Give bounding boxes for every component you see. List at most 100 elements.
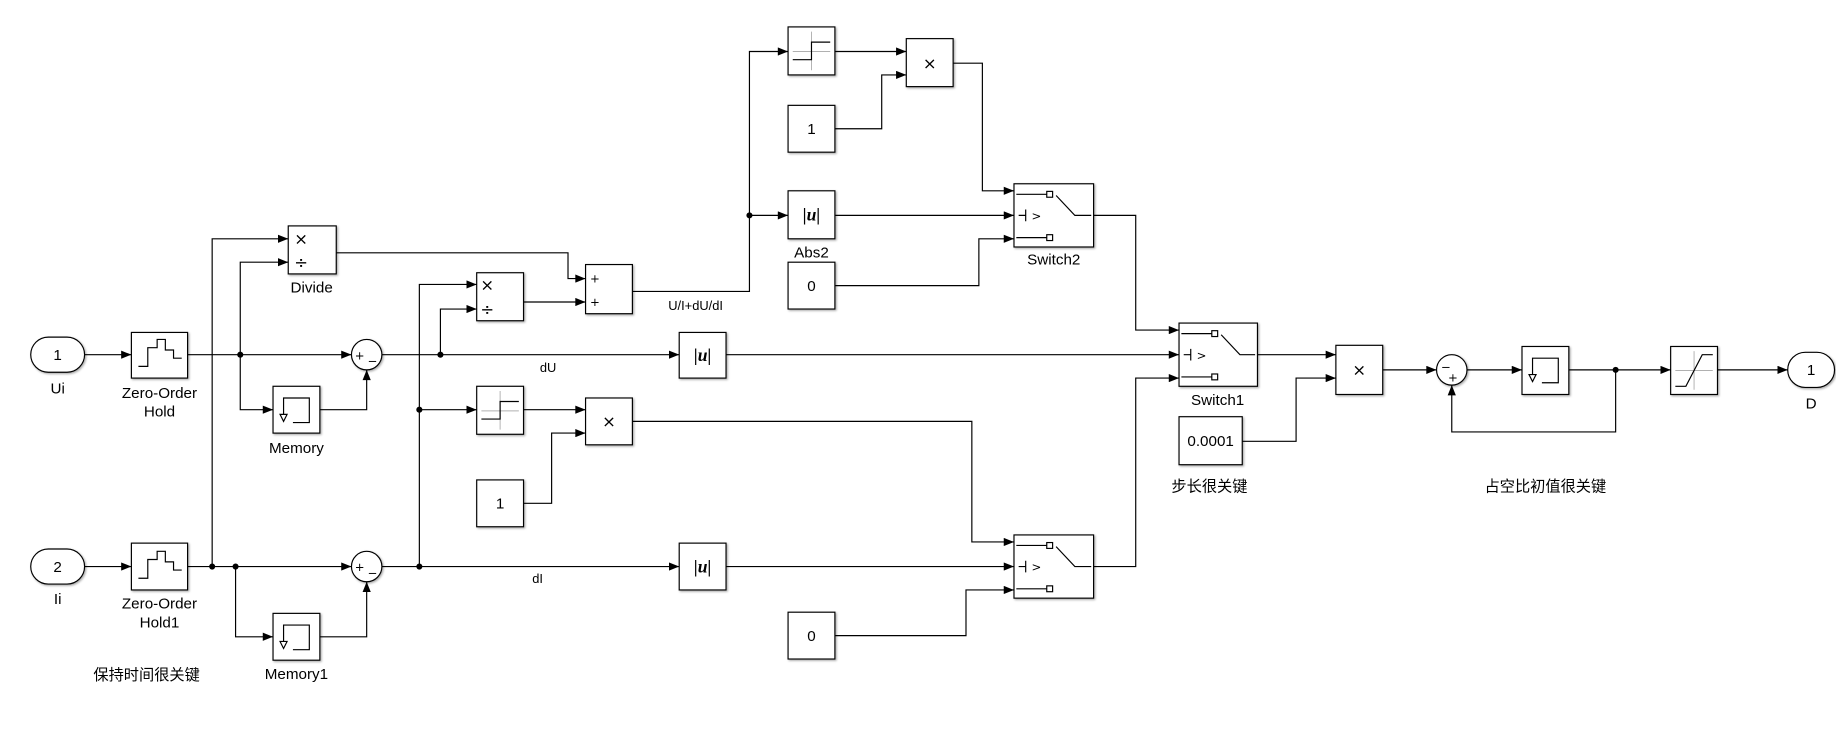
signal-memory1-to-sum-i[interactable] xyxy=(319,581,371,638)
saturation-icon xyxy=(1675,354,1713,387)
plus-sign-icon: + xyxy=(590,295,600,309)
constant-zero-top-frame[interactable] xyxy=(787,261,836,310)
divide-d-block[interactable]: × ÷ xyxy=(476,272,525,322)
constant-value: 1 xyxy=(807,121,815,138)
memory-frame[interactable] xyxy=(272,385,321,434)
signal-const-zero-top-to-switch2[interactable] xyxy=(834,234,1014,287)
signal-const-zero-bottom-to-switch-lower[interactable] xyxy=(834,585,1014,637)
outport-d-block[interactable]: 1 D xyxy=(1787,351,1836,413)
abs2-block[interactable]: |u| Abs2 xyxy=(787,190,836,262)
product-mid-block[interactable]: × xyxy=(584,397,633,446)
sum-ratio-block[interactable]: + + xyxy=(584,263,633,315)
sum-feedback-block[interactable]: − + xyxy=(1435,354,1468,386)
product-top-frame[interactable] xyxy=(905,38,954,88)
constant-zero-bottom-block[interactable]: 0 xyxy=(787,611,836,660)
zero-order-hold1-block[interactable]: Zero-Order Hold1 xyxy=(122,542,197,631)
saturation-block[interactable] xyxy=(1670,345,1719,396)
memory-loop-block[interactable] xyxy=(1521,345,1570,396)
constant-one-mid-frame[interactable] xyxy=(476,479,525,528)
signal-switch-lower-to-switch1[interactable] xyxy=(1093,373,1180,568)
zero-order-hold-label-line2: Hold xyxy=(144,404,175,421)
inport-ui-shape[interactable] xyxy=(30,336,86,373)
memory-loop-frame[interactable] xyxy=(1521,345,1570,396)
zero-order-hold-block[interactable]: Zero-Order Hold xyxy=(122,331,197,421)
branch-point xyxy=(1612,366,1619,373)
signal-ratio-to-sign-top[interactable] xyxy=(632,47,789,293)
staircase-icon xyxy=(138,550,182,579)
switch1-block[interactable]: > Switch1 xyxy=(1178,322,1259,409)
signal-label-ratio: U/I+dU/dI xyxy=(668,298,723,313)
inport-ii-block[interactable]: 2 Ii xyxy=(30,548,86,608)
inport-ii-shape[interactable] xyxy=(30,548,86,585)
switch-lower-block[interactable]: > xyxy=(1013,534,1095,599)
memory-label: Memory xyxy=(269,440,324,457)
product-mid-frame[interactable] xyxy=(584,397,633,446)
constant-zero-bottom-frame[interactable] xyxy=(787,611,836,660)
constant-one-top-block[interactable]: 1 xyxy=(787,104,836,153)
divide-block[interactable]: × ÷ Divide xyxy=(287,225,337,297)
signal-i-to-memory1[interactable] xyxy=(234,566,274,641)
constant-step-block[interactable]: 0.0001 xyxy=(1178,416,1243,466)
sign-top-block[interactable] xyxy=(787,26,836,76)
switch-icon: > xyxy=(1016,190,1092,242)
product-out-frame[interactable] xyxy=(1335,344,1384,396)
constant-value: 0 xyxy=(807,278,815,295)
sum-u-block[interactable]: + − xyxy=(350,338,383,371)
product-top-block[interactable]: × xyxy=(905,38,954,88)
switch2-block[interactable]: > Switch2 xyxy=(1013,183,1095,269)
sum-i-block[interactable]: + − xyxy=(350,550,383,583)
constant-step-frame[interactable] xyxy=(1178,416,1243,466)
abs-du-frame[interactable] xyxy=(678,331,727,379)
constant-value: 0.0001 xyxy=(1187,433,1234,450)
zero-order-hold1-frame[interactable] xyxy=(130,542,189,591)
signal-product-top-to-switch2[interactable] xyxy=(953,62,1014,195)
signal-di-to-divide-d[interactable] xyxy=(418,280,477,567)
constant-one-mid-block[interactable]: 1 xyxy=(476,479,525,528)
sum-u-circle[interactable] xyxy=(350,338,383,371)
sign-function-icon xyxy=(792,41,831,61)
memory1-block[interactable]: Memory1 xyxy=(265,612,328,683)
signal-const-step-to-product-out[interactable] xyxy=(1242,373,1336,442)
plus-sign-icon: + xyxy=(590,272,600,286)
signal-i-to-divide-numerator[interactable] xyxy=(211,234,289,567)
inport-ii-label: Ii xyxy=(54,591,62,608)
switch-criterion: > xyxy=(1032,209,1042,223)
abs2-label: Abs2 xyxy=(794,245,829,262)
constant-zero-top-block[interactable]: 0 xyxy=(787,261,836,310)
signal-const-one-top-to-product-top[interactable] xyxy=(834,70,907,130)
constant-one-top-frame[interactable] xyxy=(787,104,836,153)
signal-const-one-mid-to-product-mid[interactable] xyxy=(523,429,586,504)
sum-feedback-circle[interactable] xyxy=(1435,354,1468,386)
signal-memory-to-sum-u[interactable] xyxy=(319,369,371,411)
sum-i-circle[interactable] xyxy=(350,550,383,583)
annotation-duty-init: 占空比初值很关键 xyxy=(1485,479,1607,496)
memory-block[interactable]: Memory xyxy=(269,385,324,457)
multiply-icon: × xyxy=(602,412,616,431)
signal-feedback-loop[interactable] xyxy=(1447,369,1617,433)
inport-ui-label: Ui xyxy=(50,380,64,397)
signal-switch2-to-switch1[interactable] xyxy=(1093,214,1180,335)
abs-du-block[interactable]: |u| xyxy=(678,331,727,379)
product-out-block[interactable]: × xyxy=(1335,344,1384,396)
branch-point xyxy=(437,351,444,358)
zero-order-hold1-label-line2: Hold1 xyxy=(140,614,180,631)
inport-ui-block[interactable]: 1 Ui xyxy=(30,336,86,397)
signal-divide-to-sum-ratio[interactable] xyxy=(336,252,586,283)
abs-di-block[interactable]: |u| xyxy=(678,542,727,591)
signal-du-to-divide-d[interactable] xyxy=(439,304,477,355)
sign-function-icon xyxy=(481,400,519,420)
sign-lower-block[interactable] xyxy=(476,385,525,435)
signal-product-mid-to-switch-lower[interactable] xyxy=(632,420,1014,547)
signal-label-du: dU xyxy=(540,360,556,375)
abs-di-frame[interactable] xyxy=(678,542,727,591)
abs2-frame[interactable] xyxy=(787,190,836,240)
signal-u-to-divide-denominator[interactable] xyxy=(239,258,289,355)
divide-d-frame[interactable] xyxy=(476,272,525,322)
outport-d-shape[interactable] xyxy=(1787,351,1836,389)
memory1-frame[interactable] xyxy=(272,612,321,661)
divide-frame[interactable] xyxy=(287,225,337,275)
signal-u-to-memory[interactable] xyxy=(239,354,274,414)
sum-ratio-frame[interactable] xyxy=(584,263,633,315)
